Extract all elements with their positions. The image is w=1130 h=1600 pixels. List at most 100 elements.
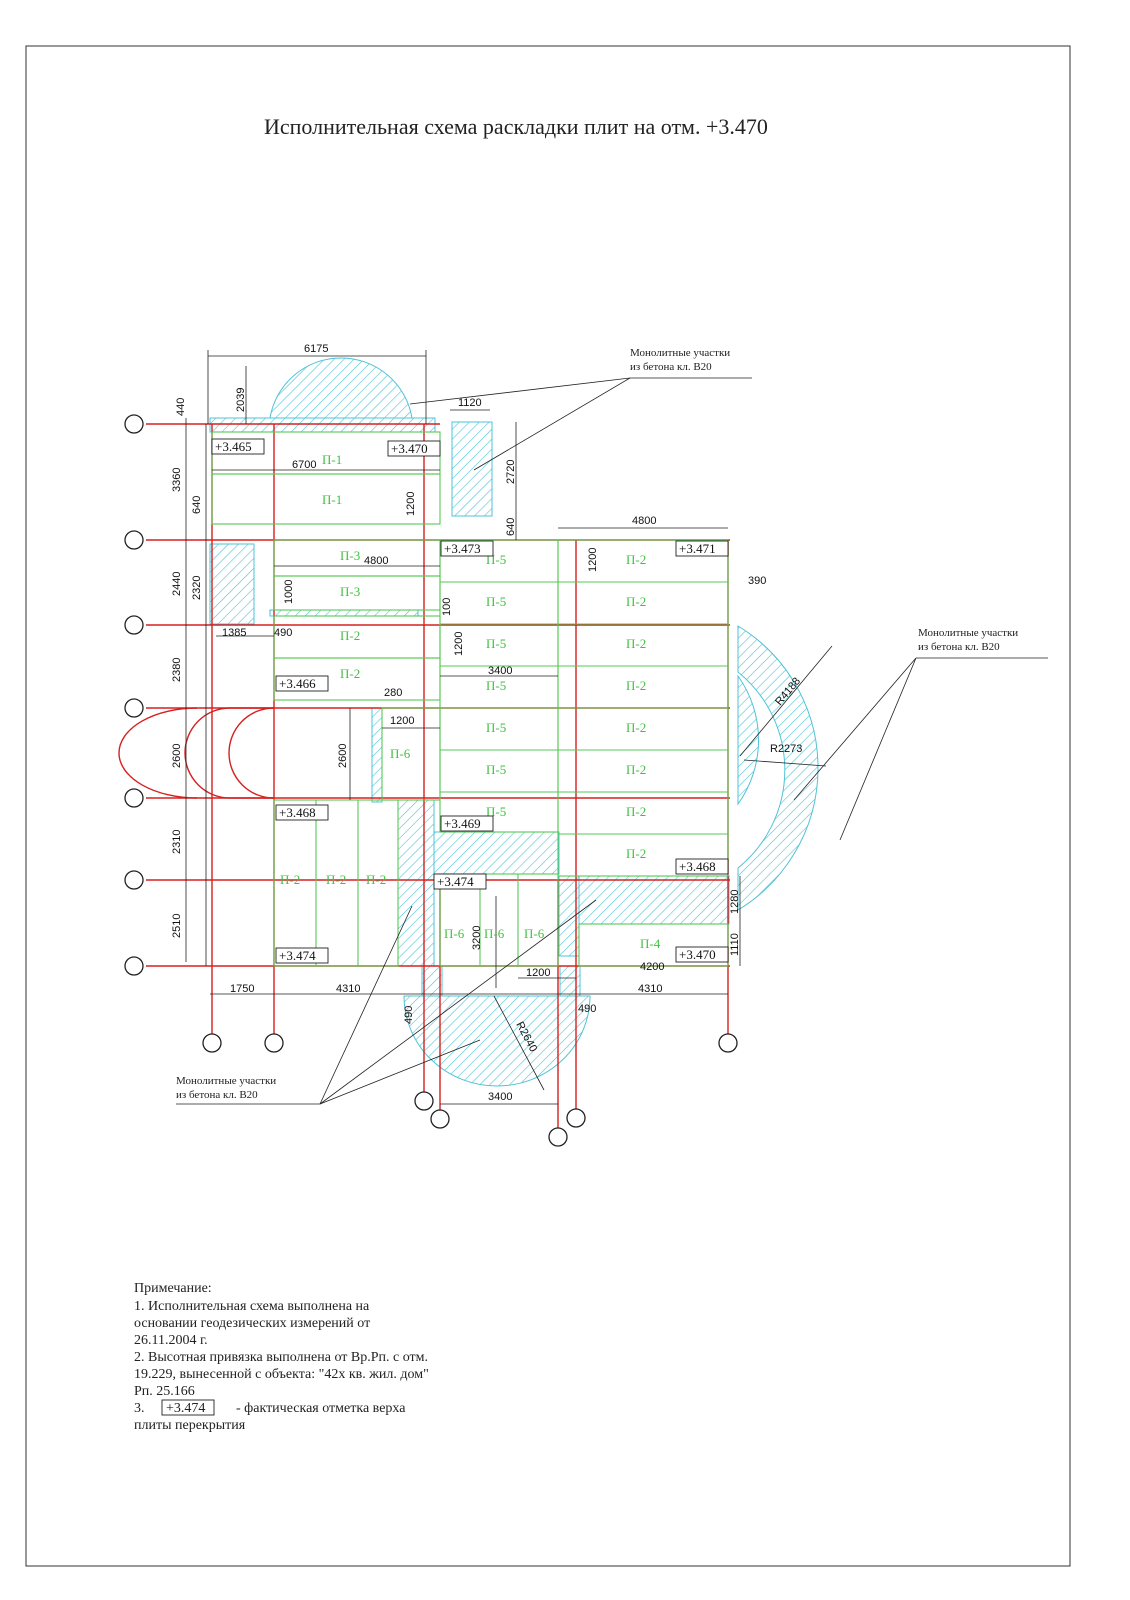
dim-text: 640 [191,496,203,514]
dim-text: 6700 [292,459,316,471]
axis-bubble-bottom-7 [718,1033,738,1053]
dim-text: 4800 [364,555,388,567]
panel-label: П-5 [486,762,506,777]
panel-label: П-5 [486,678,506,693]
panel-label: П-2 [626,552,646,567]
notes-line: 19.229, вынесенной с объекта: "42х кв. ж… [134,1367,429,1382]
top-semicircle-area [269,357,413,419]
panel-label: П-2 [340,666,360,681]
dim-text: 2440 [171,572,183,596]
dim-text: 100 [441,598,453,616]
callout-bottom-line1: Монолитные участки [176,1075,276,1087]
elevation-mark: +3.471 [679,541,716,556]
elevation-mark: +3.470 [391,441,428,456]
dim-text: 1750 [230,983,254,995]
notes-block: Примечание: 1. Исполнительная схема выпо… [134,1281,429,1433]
notes-line-3-text: - фактическая отметка верха [236,1401,406,1416]
left-arc [118,707,198,799]
dim-text: 4310 [336,983,360,995]
notes-line: основании геодезических измерений от [134,1316,370,1331]
elevation-mark: +3.469 [444,816,481,831]
panel-label: П-3 [340,584,360,599]
dim-text: 1280 [729,890,741,914]
callout-right-line1: Монолитные участки [918,627,1018,639]
notes-line: Рп. 25.166 [134,1384,195,1399]
dim-text: 640 [505,518,517,536]
dim-text: 2600 [171,744,183,768]
callout-labels: Монолитные участки из бетона кл. В20 Мон… [176,347,1018,1101]
radius-line-2273 [743,759,827,767]
dim-text: 1200 [587,548,599,572]
panel-outline-p1-bot [211,473,441,525]
center-vertical-area [397,799,435,967]
panel-label: П-2 [626,678,646,693]
callout-right-line2: из бетона кл. В20 [918,641,1000,653]
axis-bubble-bottom-5 [548,1127,568,1147]
dim-text: 4800 [632,515,656,527]
panel-label: П-2 [626,594,646,609]
panel-label: П-6 [484,926,505,941]
panel-label: П-1 [322,452,342,467]
panel-label: П-2 [280,872,300,887]
dim-text: 2600 [337,744,349,768]
panel-outline-p4 [578,923,729,967]
dim-text: 6175 [304,343,328,355]
axis-bubble-left-3 [124,615,144,635]
elevation-mark: +3.473 [444,541,481,556]
panel-label: П-2 [366,872,386,887]
left-bay-arc [184,707,274,799]
panel-label: П-1 [322,492,342,507]
panel-labels: П-1 П-1 П-3 П-3 П-2 П-2 П-6 П-2 П-2 П-2 … [280,452,661,951]
axis-bubble-left-5 [124,788,144,808]
notes-elevation-box [161,1399,215,1416]
dim-text: 440 [175,398,187,416]
dim-text: 4200 [640,961,664,973]
notes-line: плиты перекрытия [134,1418,246,1433]
notes-elevation-mark: +3.474 [166,1401,205,1416]
axis-bubble-bottom-3 [414,1091,434,1111]
panel-label: П-5 [486,594,506,609]
dim-text: 2320 [191,576,203,600]
axis-bubble-left-7 [124,956,144,976]
panel-label: П-4 [640,936,661,951]
bottom-semicircle-area [403,995,591,1087]
left-arc-outline [228,707,275,799]
axis-bubble-left-2 [124,530,144,550]
notes-line: 1. Исполнительная схема выполнена на [134,1299,370,1314]
dim-text: 2310 [171,830,183,854]
right-ring-area [737,625,819,911]
notes-line: 26.11.2004 г. [134,1333,208,1348]
radius-line-4188 [739,645,833,757]
dim-text: R2273 [770,743,802,755]
panel-label: П-5 [486,636,506,651]
dimension-lines [176,350,1048,1105]
panel-label: П-6 [390,746,411,761]
panel-label: П-2 [340,628,360,643]
stair-area-top [451,421,493,517]
top-strip-area [209,417,436,433]
axis-bubble-bottom-6 [566,1108,586,1128]
callout-top-line2: из бетона кл. В20 [630,361,712,373]
dim-text: 2720 [505,460,517,484]
leader-bottom-2 [319,1039,481,1105]
sheet-frame [25,45,1071,1567]
center-horizontal-area [433,831,560,875]
panel-label: П-2 [626,846,646,861]
dim-text: 1120 [458,397,482,409]
axis-bubble-bottom-2 [264,1033,284,1053]
elevation-mark: +3.465 [215,439,252,454]
panel-label: П-2 [326,872,346,887]
radius-line-2640 [493,995,545,1091]
axis-bubbles [124,414,738,1147]
axis-bubble-left-1 [124,414,144,434]
dim-text: 1385 [222,627,246,639]
dim-text: 280 [384,687,402,699]
leader-top-2 [473,377,631,471]
panel-label: П-5 [486,804,506,819]
leader-right-1 [793,657,917,801]
dim-text: 3200 [471,926,483,950]
dim-text: 1200 [526,967,550,979]
bottom-right-post-area [559,965,581,997]
elevation-marks: +3.465 +3.470 +3.473 +3.471 +3.466 +3.46… [211,438,729,964]
dim-text: 3400 [488,1091,512,1103]
